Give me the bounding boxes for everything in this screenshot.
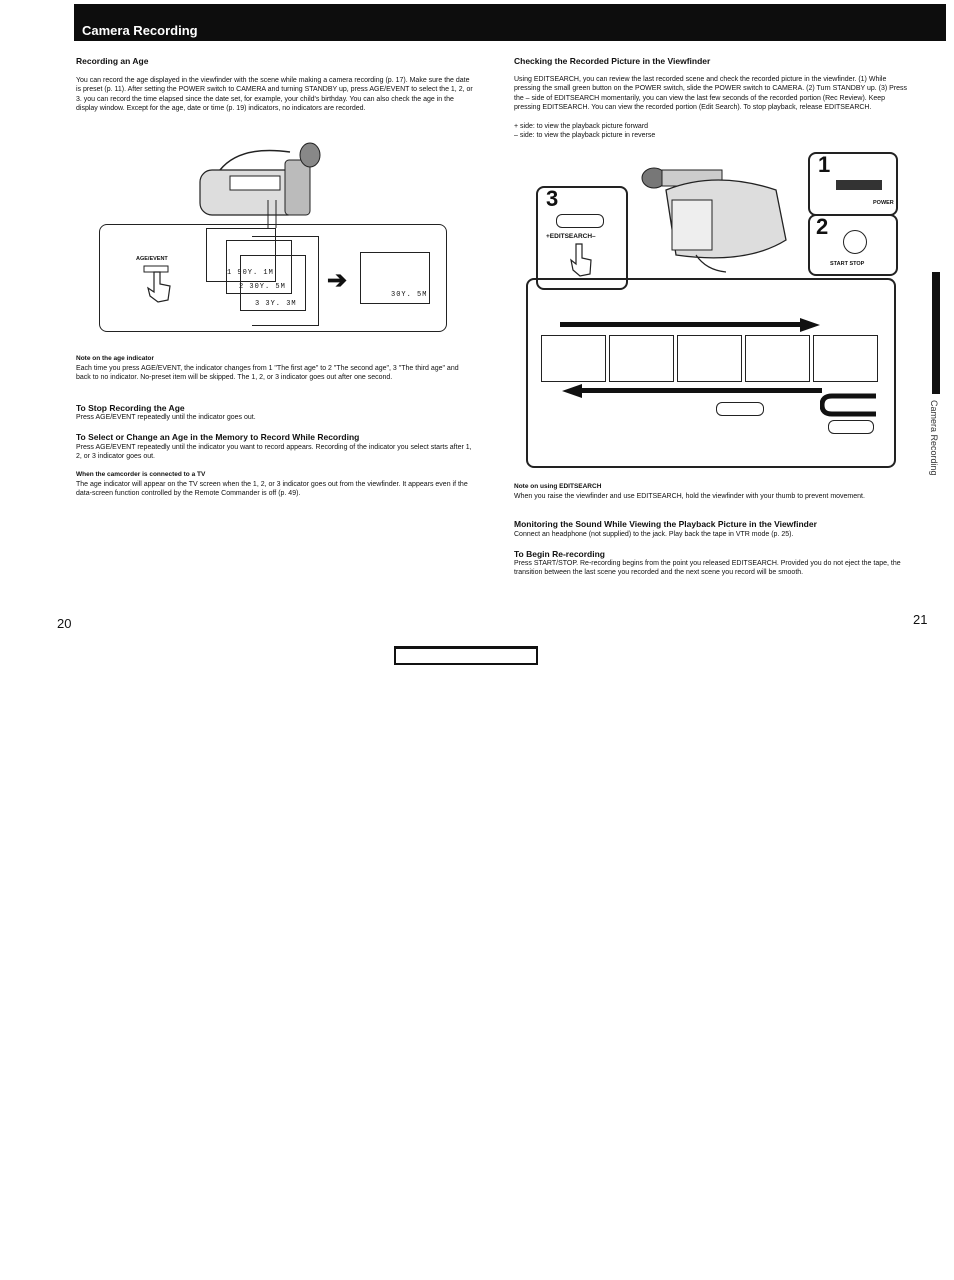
select-age-text: Press AGE/EVENT repeatedly until the ind… bbox=[76, 444, 472, 461]
camcorder-illustration bbox=[199, 142, 321, 228]
page-title: Camera Recording bbox=[82, 23, 198, 38]
select-age-heading: To Select or Change an Age in the Memory… bbox=[76, 432, 360, 442]
left-intro-text: You can record the age displayed in the … bbox=[76, 77, 473, 112]
scan-artifact-bar bbox=[394, 646, 538, 665]
age-event-button-label: AGE/EVENT bbox=[136, 256, 168, 262]
bullet-minus-side: – side: to view the playback picture in … bbox=[514, 132, 656, 139]
right-page-number: 21 bbox=[913, 612, 928, 627]
playback-frame-2 bbox=[609, 335, 674, 382]
playback-frame-1 bbox=[541, 335, 606, 382]
reverse-arrow-icon bbox=[562, 384, 822, 398]
right-intro-text: Using EDITSEARCH, you can review the las… bbox=[514, 76, 908, 111]
playback-frame-5 bbox=[813, 335, 878, 382]
step-3-number: 3 bbox=[546, 186, 559, 211]
header-bar bbox=[74, 4, 946, 41]
arrow-right-icon: ➔ bbox=[327, 267, 348, 294]
step-1-number: 1 bbox=[818, 152, 831, 177]
editsearch-label: +EDITSEARCH– bbox=[546, 233, 596, 240]
age-figure-box bbox=[99, 224, 447, 332]
tv-connected-text: The age indicator will appear on the TV … bbox=[76, 481, 468, 498]
forward-arrow-icon bbox=[560, 318, 820, 332]
note-age-text: Each time you press AGE/EVENT, the indic… bbox=[76, 365, 459, 382]
power-label: POWER bbox=[873, 200, 894, 206]
viewfinder-screen-2: 2 30Y. 5M bbox=[226, 240, 292, 294]
note-editsearch-text: When you raise the viewfinder and use ED… bbox=[514, 493, 865, 500]
playback-frame-4 bbox=[745, 335, 810, 382]
stop-recording-heading: To Stop Recording the Age bbox=[76, 403, 185, 413]
viewfinder-screen-3: 3 3Y. 3M bbox=[240, 255, 306, 311]
stop-recording-text: Press AGE/EVENT repeatedly until the ind… bbox=[76, 414, 256, 421]
editsearch-button-minus-icon bbox=[716, 402, 764, 416]
side-tab-label: Camera Recording bbox=[929, 400, 939, 476]
start-stop-label: START STOP bbox=[830, 261, 865, 267]
power-switch-icon bbox=[836, 180, 882, 190]
step-3-box bbox=[536, 186, 628, 290]
step-2-box bbox=[808, 214, 898, 276]
editsearch-button-icon bbox=[556, 214, 604, 228]
screen-bracket bbox=[252, 236, 319, 326]
left-section-heading: Recording an Age bbox=[76, 56, 149, 66]
side-tab-marker bbox=[932, 272, 940, 394]
hand-press-icon bbox=[570, 243, 592, 277]
editsearch-button-plus-icon bbox=[828, 420, 874, 434]
note-editsearch-heading: Note on using EDITSEARCH bbox=[514, 483, 602, 490]
monitor-sound-text: Connect an headphone (not supplied) to t… bbox=[514, 531, 794, 538]
playback-frame-3 bbox=[677, 335, 742, 382]
playback-frames-box bbox=[526, 278, 896, 468]
step-2-number: 2 bbox=[816, 214, 829, 239]
right-section-heading: Checking the Recorded Picture in the Vie… bbox=[514, 56, 711, 66]
bullet-plus-side: + side: to view the playback picture for… bbox=[514, 123, 649, 130]
begin-rerecording-heading: To Begin Re-recording bbox=[514, 549, 605, 559]
start-stop-button-icon bbox=[843, 230, 867, 254]
camcorder-editsearch-illustration bbox=[641, 167, 787, 273]
monitor-sound-heading: Monitoring the Sound While Viewing the P… bbox=[514, 519, 817, 529]
tv-connected-heading: When the camcorder is connected to a TV bbox=[76, 471, 206, 478]
hand-pointer-icon bbox=[143, 265, 171, 303]
left-page-number: 20 bbox=[57, 616, 72, 631]
viewfinder-result-screen: 30Y. 5M bbox=[360, 252, 430, 304]
curved-return-arrow-icon bbox=[820, 393, 876, 417]
begin-rerecording-text: Press START/STOP. Re-recording begins fr… bbox=[514, 560, 901, 577]
note-age-heading: Note on the age indicator bbox=[76, 355, 155, 362]
